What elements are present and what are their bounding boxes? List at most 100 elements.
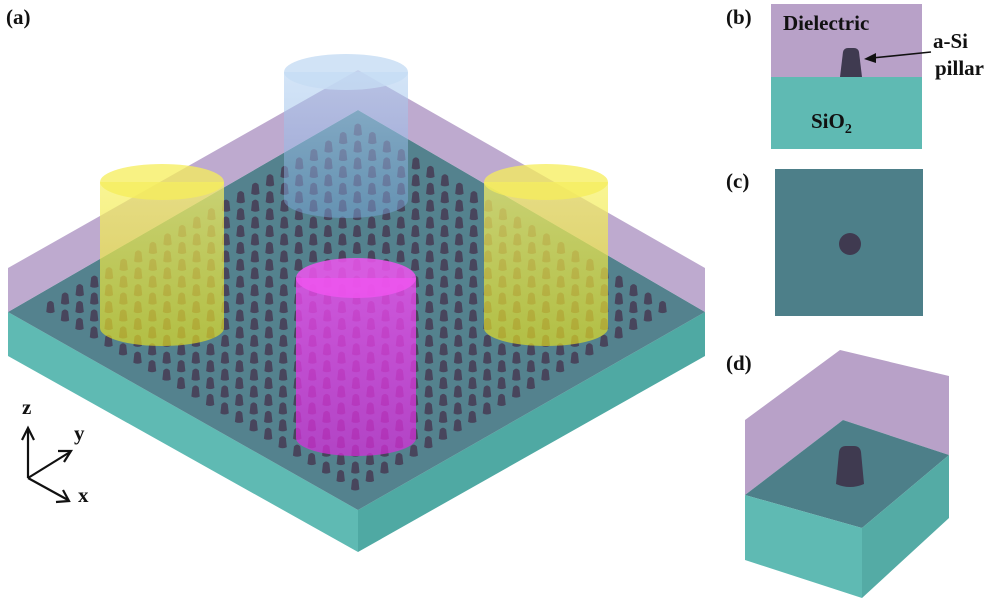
pillar bbox=[352, 224, 362, 238]
pillar bbox=[264, 360, 273, 373]
pillar bbox=[280, 216, 289, 229]
pillar bbox=[278, 402, 288, 415]
pillar bbox=[425, 284, 434, 297]
pillar bbox=[556, 343, 565, 356]
substrate-right-face bbox=[358, 312, 705, 552]
panel-c-label: (c) bbox=[726, 169, 749, 193]
pillar bbox=[350, 478, 360, 491]
pillar bbox=[338, 233, 347, 246]
pillar bbox=[220, 368, 230, 381]
pillar bbox=[643, 309, 653, 322]
pillar bbox=[469, 208, 478, 221]
pillar bbox=[454, 267, 463, 280]
pillar bbox=[468, 410, 477, 423]
beam-magenta-center bbox=[296, 258, 416, 456]
pillar-unit-cell bbox=[836, 446, 864, 487]
pillar bbox=[629, 301, 638, 314]
pillar bbox=[264, 393, 273, 407]
pillar bbox=[205, 393, 215, 407]
main-metasurface bbox=[8, 54, 705, 552]
pillar bbox=[381, 241, 391, 254]
dielectric-label: Dielectric bbox=[783, 11, 869, 35]
pillar bbox=[468, 377, 477, 390]
pillar bbox=[424, 351, 434, 364]
pillar bbox=[424, 368, 434, 381]
pillar bbox=[220, 385, 229, 398]
pillar bbox=[380, 461, 389, 474]
pillar bbox=[265, 208, 274, 221]
pillar bbox=[396, 250, 405, 263]
pillar bbox=[497, 393, 506, 407]
pillar bbox=[453, 419, 462, 432]
pillar bbox=[658, 301, 667, 314]
pillar bbox=[249, 351, 259, 364]
pillar bbox=[191, 351, 201, 364]
pillar bbox=[264, 377, 273, 390]
axis-x-label: x bbox=[78, 483, 89, 507]
pillar bbox=[411, 224, 420, 238]
pillar bbox=[455, 199, 464, 212]
pillar bbox=[89, 326, 99, 339]
pillar bbox=[599, 334, 609, 347]
pillar bbox=[425, 301, 434, 314]
pillar bbox=[439, 343, 448, 356]
pillar bbox=[367, 233, 376, 246]
pillar bbox=[411, 157, 421, 170]
pillar bbox=[629, 284, 638, 297]
pillar-cross-section bbox=[840, 48, 862, 77]
pillar bbox=[251, 182, 260, 195]
pillar bbox=[454, 301, 463, 314]
pillar bbox=[394, 453, 404, 466]
pillar bbox=[205, 377, 215, 390]
pillar bbox=[439, 292, 449, 305]
pillar bbox=[250, 250, 260, 263]
pillar bbox=[424, 402, 433, 415]
pillar bbox=[308, 250, 318, 263]
pillar bbox=[278, 436, 287, 449]
pillar bbox=[440, 258, 449, 271]
axis-triad bbox=[21, 425, 74, 504]
pillar bbox=[235, 393, 244, 407]
pillar bbox=[512, 351, 521, 364]
pillar bbox=[249, 402, 258, 415]
pillar bbox=[338, 216, 347, 229]
pillar bbox=[526, 343, 536, 356]
pillar bbox=[483, 351, 492, 364]
pillar bbox=[411, 241, 420, 254]
pillar bbox=[425, 233, 435, 246]
pillar bbox=[278, 419, 287, 432]
pillar bbox=[365, 469, 375, 483]
pillar bbox=[206, 343, 215, 356]
pillar bbox=[614, 309, 623, 322]
pillar bbox=[191, 368, 200, 381]
pillar bbox=[352, 241, 362, 254]
pillar bbox=[453, 385, 463, 398]
pillar bbox=[279, 317, 288, 330]
pillar bbox=[453, 368, 463, 381]
pillar bbox=[643, 292, 653, 305]
pillar bbox=[294, 258, 303, 271]
pillar bbox=[425, 317, 434, 330]
pillar bbox=[60, 309, 70, 322]
pillar bbox=[75, 301, 84, 314]
pillar bbox=[279, 233, 289, 246]
pillar bbox=[469, 275, 478, 288]
pillar bbox=[426, 182, 435, 195]
pillar bbox=[438, 410, 448, 423]
pillar bbox=[336, 469, 345, 483]
pillar bbox=[454, 284, 463, 297]
pillar bbox=[90, 292, 99, 305]
panel-d-label: (d) bbox=[726, 351, 752, 375]
pillar bbox=[236, 241, 245, 254]
pillar bbox=[629, 317, 638, 330]
pillar-label-line1: a-Si bbox=[933, 29, 968, 53]
pillar bbox=[439, 393, 448, 407]
pillar bbox=[279, 267, 289, 280]
pillar bbox=[220, 402, 229, 415]
pillar-pointer-arrow bbox=[864, 51, 932, 63]
beam-yellow-right bbox=[484, 164, 608, 346]
pillar bbox=[220, 351, 230, 364]
pillar bbox=[60, 292, 70, 305]
pillar bbox=[321, 461, 331, 474]
